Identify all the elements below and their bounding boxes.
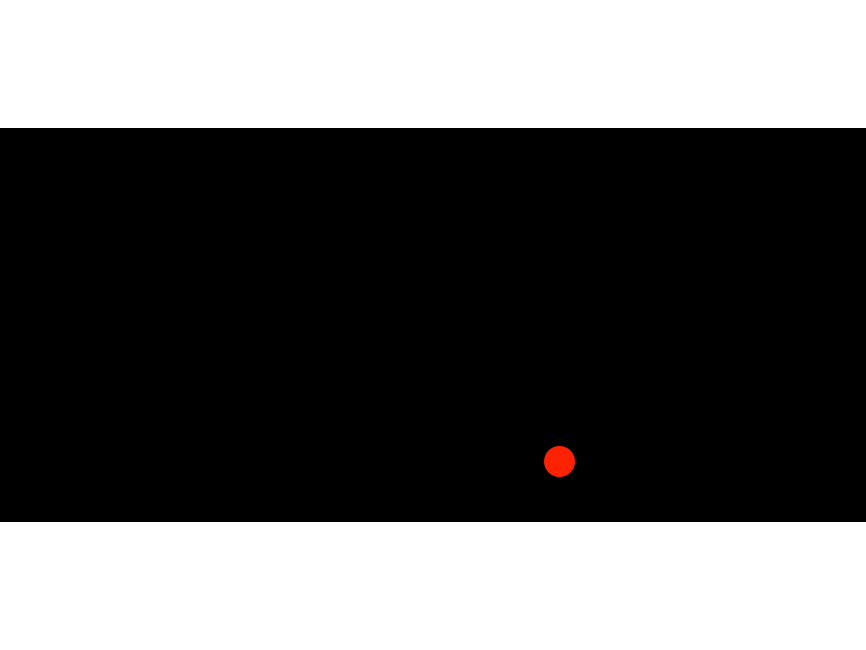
ball-icon bbox=[543, 445, 575, 477]
game-canvas[interactable] bbox=[0, 128, 866, 522]
